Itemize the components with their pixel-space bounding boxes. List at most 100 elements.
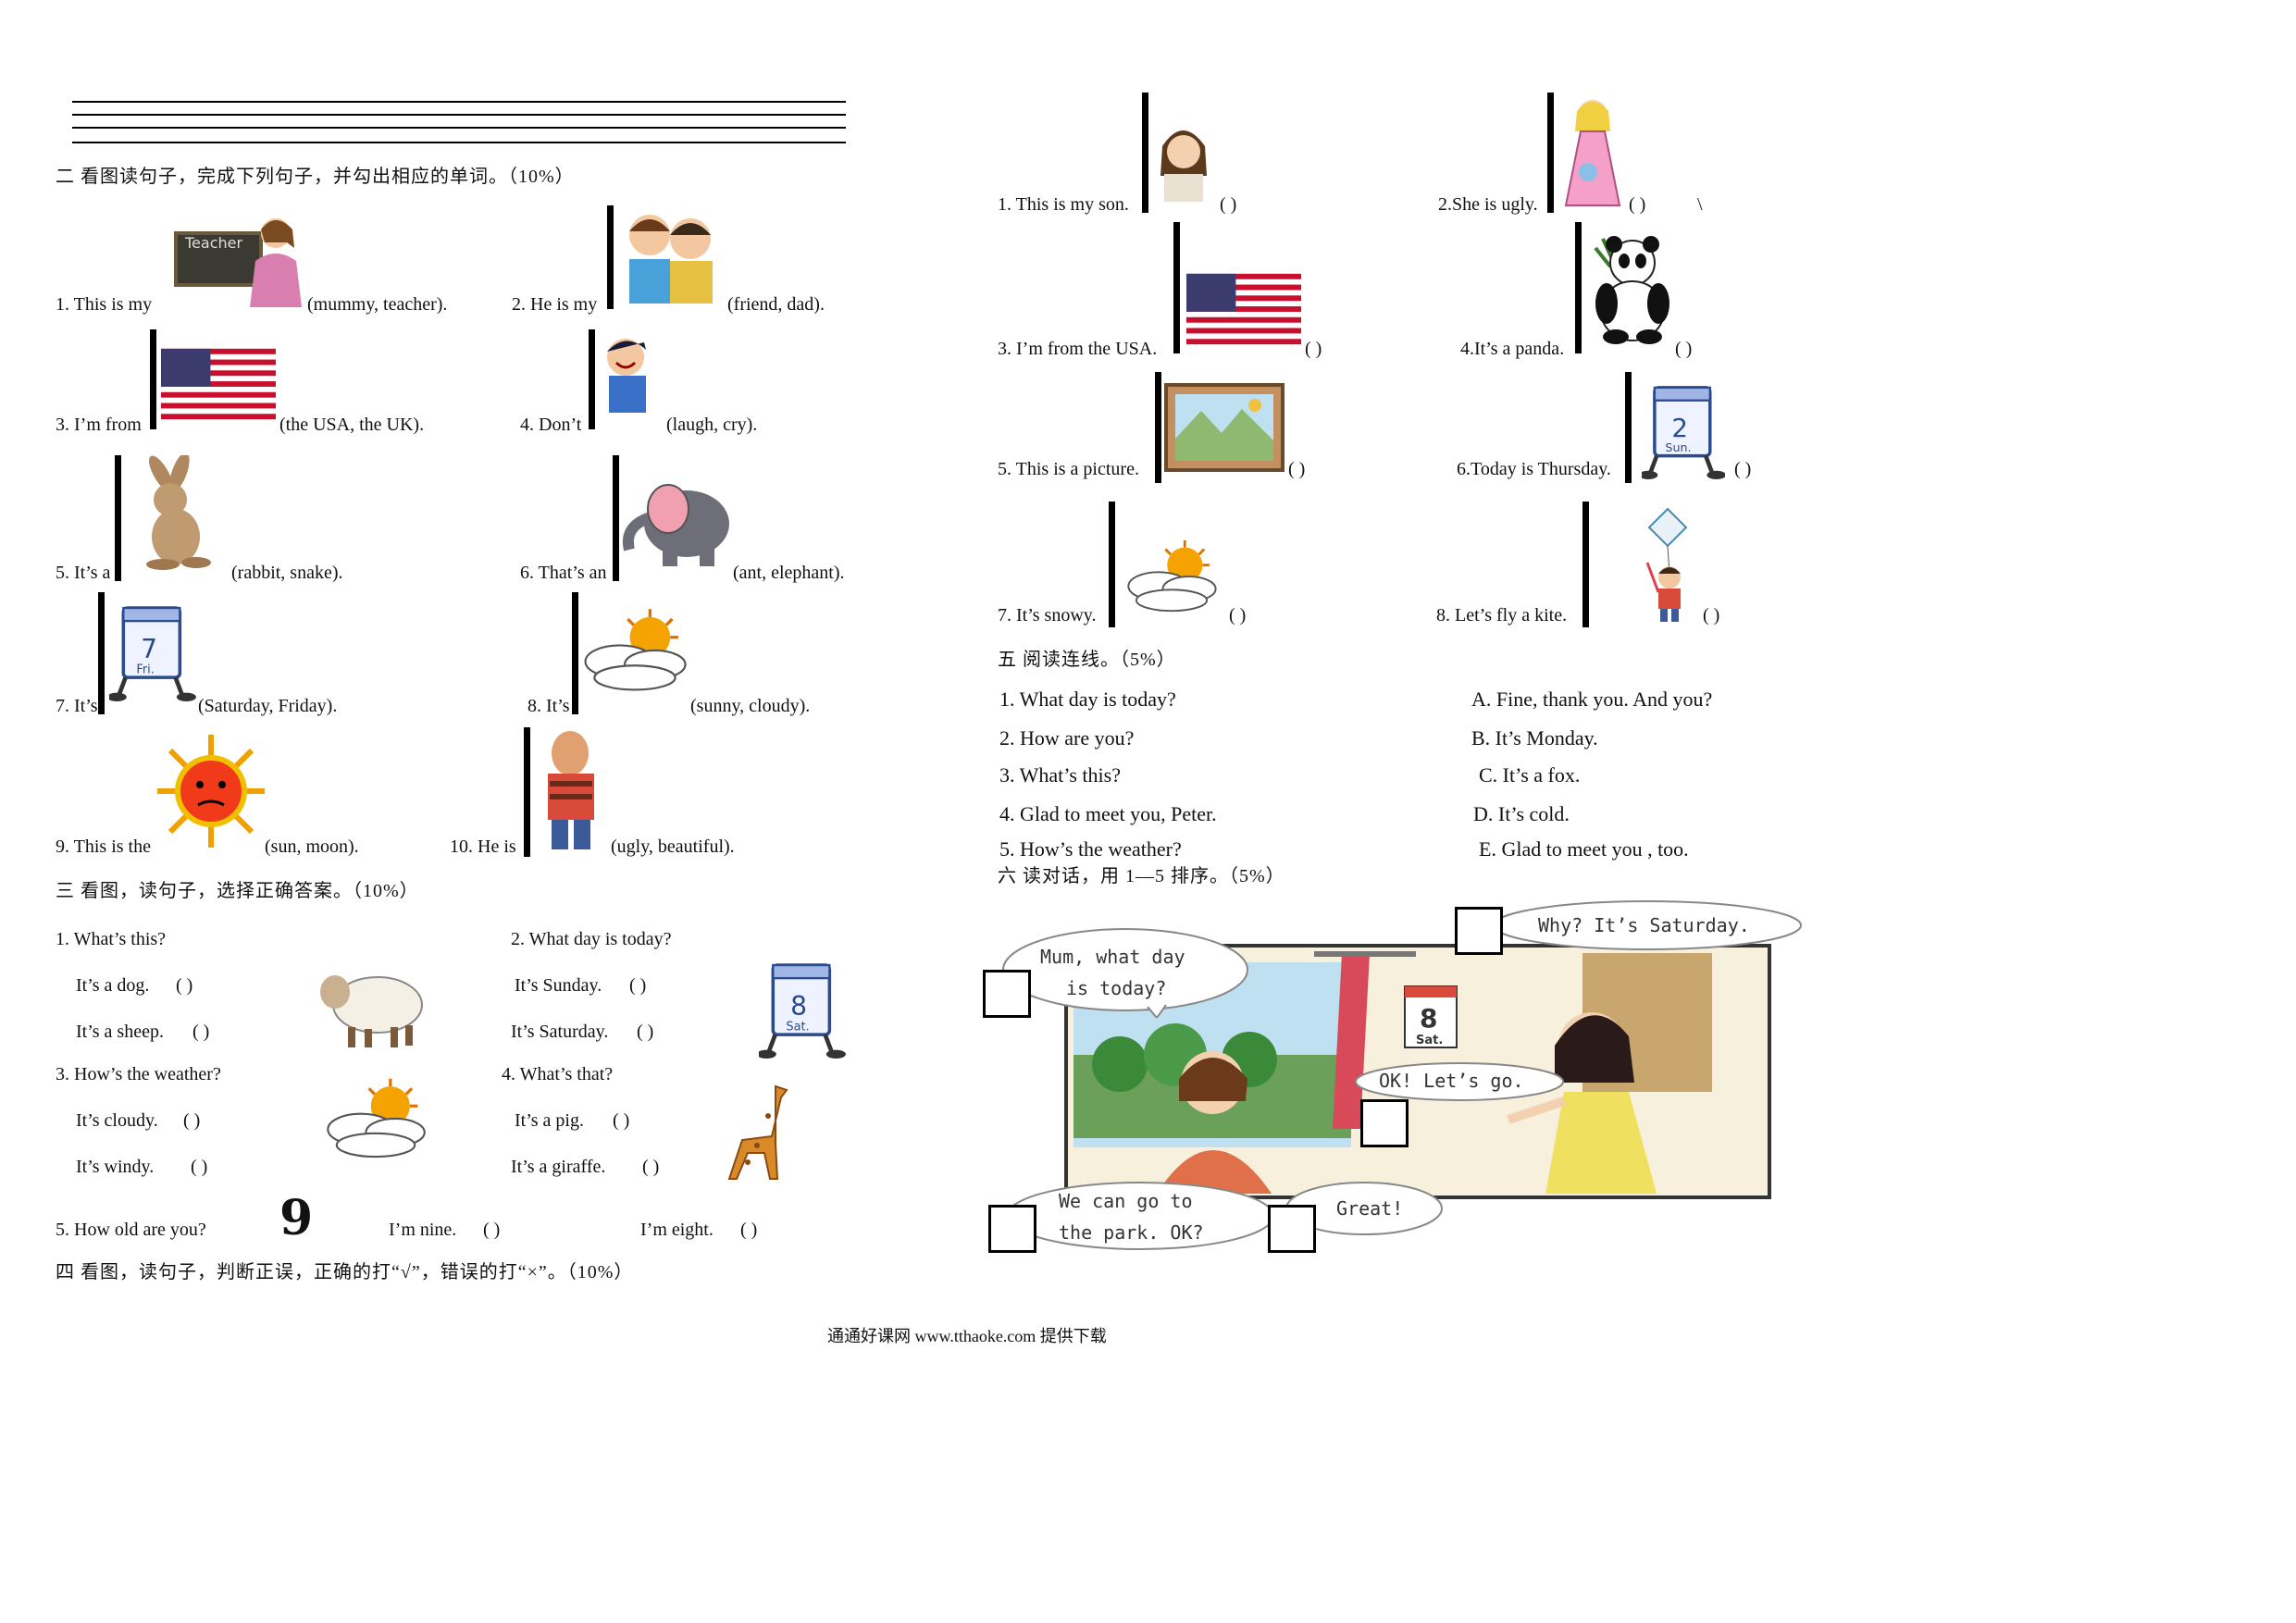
s3-q4-option-b: It’s a giraffe. <box>511 1157 606 1177</box>
boy-flying-kite-picture <box>1645 507 1688 622</box>
s2-q5-text: 5. It’s a <box>56 563 111 583</box>
calendar-day: Sat. <box>786 1020 809 1034</box>
friends-picture <box>629 215 713 304</box>
section-5-header: 五 阅读连线。（5%） <box>998 650 1176 670</box>
divider-bar <box>1155 372 1161 483</box>
divider-bar <box>115 455 121 581</box>
speech-bubble-shape <box>1355 1062 1564 1101</box>
answer-blank[interactable]: ( ) <box>740 1220 758 1240</box>
s2-q10-text: 10. He is <box>450 836 516 857</box>
s3-q1-option-b: It’s a sheep. <box>76 1022 164 1042</box>
calendar-number: 8 <box>790 991 807 1022</box>
s2-q2-text: 2. He is my <box>512 294 598 315</box>
elephant-picture <box>623 484 729 566</box>
answer-blank[interactable]: ( ) <box>191 1157 208 1177</box>
sun-face-picture <box>157 735 265 848</box>
divider-bar <box>1109 502 1115 627</box>
page-footer: 通通好课网 www.tthaoke.com 提供下载 <box>827 1327 1107 1345</box>
calendar-friday-icon: 7 Fri. <box>109 601 196 701</box>
speech-bubble-shape <box>1002 928 1248 1018</box>
answer-blank[interactable]: ( ) <box>176 975 193 996</box>
cloudy-sun-picture <box>326 1077 427 1158</box>
match-left-1[interactable]: 1. What day is today? <box>999 688 1176 711</box>
match-right-e[interactable]: E. Glad to meet you , too. <box>1479 837 1689 861</box>
match-left-3[interactable]: 3. What’s this? <box>999 763 1121 787</box>
s2-q5-options: (rabbit, snake). <box>231 563 343 583</box>
s4-s2-tail: \ <box>1697 194 1703 215</box>
calendar-day: Sat. <box>1416 1034 1443 1047</box>
girl-reading-picture <box>1160 130 1207 202</box>
s3-q3-option-a: It’s cloudy. <box>76 1110 158 1131</box>
s3-q2: 2. What day is today? <box>511 929 672 949</box>
bubble-4-line-1: We can go to <box>1059 1190 1193 1212</box>
calendar-saturday-icon: 8 Sat. <box>1404 985 1458 1048</box>
s4-s8-text: 8. Let’s fly a kite. <box>1436 605 1568 626</box>
answer-blank[interactable]: ( ) <box>1734 459 1752 479</box>
divider-bar <box>589 329 595 429</box>
order-box-1[interactable] <box>983 970 1031 1018</box>
s2-q9-text: 9. This is the <box>56 836 151 857</box>
s4-s6-text: 6.Today is Thursday. <box>1457 459 1611 479</box>
teacher-picture: Teacher <box>174 218 302 307</box>
header-rule-3 <box>72 127 846 129</box>
order-box-4[interactable] <box>988 1205 1036 1253</box>
match-right-c[interactable]: C. It’s a fox. <box>1479 763 1581 787</box>
s2-q4-options: (laugh, cry). <box>666 415 758 435</box>
match-left-4[interactable]: 4. Glad to meet you, Peter. <box>999 802 1217 825</box>
divider-bar <box>98 592 105 714</box>
answer-blank[interactable]: ( ) <box>1229 605 1247 626</box>
s2-q3-options: (the USA, the UK). <box>279 415 425 435</box>
s3-q1-option-a: It’s a dog. <box>76 975 150 996</box>
panda-picture <box>1594 236 1669 344</box>
s4-s7-text: 7. It’s snowy. <box>998 605 1097 626</box>
answer-blank[interactable]: ( ) <box>1220 194 1237 215</box>
divider-bar <box>1142 93 1148 213</box>
s2-q7-options: (Saturday, Friday). <box>198 696 338 716</box>
section-3-header: 三 看图，读句子，选择正确答案。（10%） <box>56 881 419 901</box>
s2-q2-options: (friend, dad). <box>727 294 825 315</box>
s3-q4-option-a: It’s a pig. <box>515 1110 584 1131</box>
answer-blank[interactable]: ( ) <box>642 1157 660 1177</box>
answer-blank[interactable]: ( ) <box>1703 605 1720 626</box>
order-box-5[interactable] <box>1268 1205 1316 1253</box>
answer-blank[interactable]: ( ) <box>1629 194 1646 215</box>
divider-bar <box>1582 502 1589 627</box>
s2-q8-text: 8. It’s <box>527 696 570 716</box>
match-left-2[interactable]: 2. How are you? <box>999 726 1135 750</box>
s2-q1-text: 1. This is my <box>56 294 153 315</box>
s3-q1: 1. What’s this? <box>56 929 167 949</box>
answer-blank[interactable]: ( ) <box>1305 339 1322 359</box>
bubble-2-text: Why? It’s Saturday. <box>1538 914 1750 936</box>
s3-q3: 3. How’s the weather? <box>56 1064 221 1084</box>
calendar-number: 8 <box>1420 1003 1437 1034</box>
answer-blank[interactable]: ( ) <box>1288 459 1306 479</box>
order-box-3[interactable] <box>1360 1099 1409 1147</box>
answer-blank[interactable]: ( ) <box>613 1110 630 1131</box>
laughing-boy-picture <box>607 339 646 413</box>
calendar-sunday-icon: 2 Sun. <box>1642 381 1725 479</box>
calendar-saturday-icon: 8 Sat. <box>759 959 846 1059</box>
match-right-d[interactable]: D. It’s cold. <box>1473 802 1570 825</box>
match-left-5[interactable]: 5. How’s the weather? <box>999 837 1182 861</box>
usa-flag-icon <box>1186 273 1301 345</box>
s3-q3-option-b: It’s windy. <box>76 1157 155 1177</box>
calendar-number: 7 <box>141 634 157 664</box>
calendar-number: 2 <box>1671 413 1688 443</box>
divider-bar <box>150 329 156 429</box>
order-box-2[interactable] <box>1455 907 1503 955</box>
s3-q4: 4. What’s that? <box>502 1064 614 1084</box>
s3-q2-option-a: It’s Sunday. <box>515 975 602 996</box>
answer-blank[interactable]: ( ) <box>483 1220 501 1240</box>
s4-s4-text: 4.It’s a panda. <box>1460 339 1565 359</box>
answer-blank[interactable]: ( ) <box>629 975 647 996</box>
answer-blank[interactable]: ( ) <box>192 1022 210 1042</box>
usa-flag-icon <box>161 348 276 420</box>
answer-blank[interactable]: ( ) <box>183 1110 201 1131</box>
s2-q6-text: 6. That’s an <box>520 563 607 583</box>
bubble-5-text: Great! <box>1336 1197 1404 1220</box>
match-right-b[interactable]: B. It’s Monday. <box>1471 726 1598 750</box>
match-right-a[interactable]: A. Fine, thank you. And you? <box>1471 688 1713 711</box>
answer-blank[interactable]: ( ) <box>1675 339 1693 359</box>
s4-s1-text: 1. This is my son. <box>998 194 1129 215</box>
answer-blank[interactable]: ( ) <box>637 1022 654 1042</box>
